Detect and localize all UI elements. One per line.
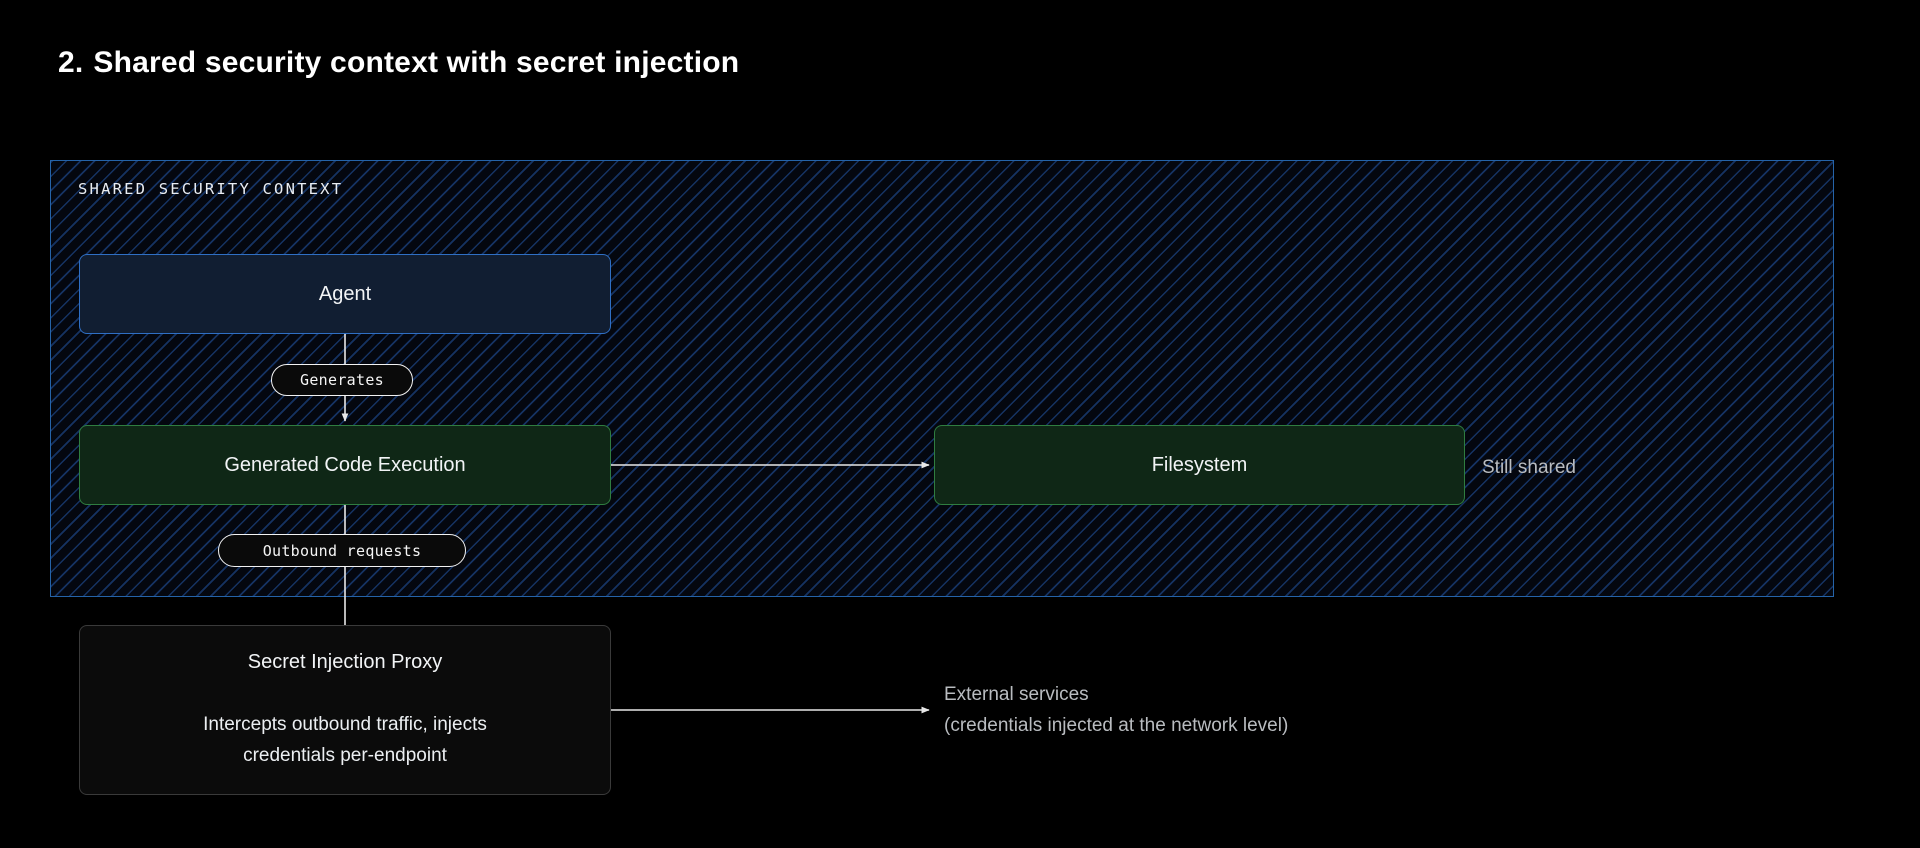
node-secret-injection-proxy-label: Secret Injection Proxy <box>247 650 443 673</box>
annotation-still-shared: Still shared <box>1482 457 1576 478</box>
annotation-external-services-line1: External services <box>944 684 1089 705</box>
annotation-external-services: External services (credentials injected … <box>944 680 1288 742</box>
page-title-text: Shared security context with secret inje… <box>93 46 740 79</box>
annotation-external-services-line2: (credentials injected at the network lev… <box>944 714 1289 736</box>
node-filesystem-label: Filesystem <box>1151 453 1248 476</box>
node-agent[interactable]: Agent <box>79 254 611 334</box>
node-filesystem[interactable]: Filesystem <box>934 425 1465 505</box>
node-secret-injection-proxy-desc-line1: Intercepts outbound traffic, injects <box>203 713 487 735</box>
edge-label-outbound-requests: Outbound requests <box>218 534 466 567</box>
page-title-number: 2. <box>58 46 84 79</box>
edge-label-generates: Generates <box>271 364 413 396</box>
node-secret-injection-proxy-desc-line2: credentials per-endpoint <box>243 744 447 766</box>
shared-security-context-label: SHARED SECURITY CONTEXT <box>78 180 344 198</box>
node-generated-code-execution-label: Generated Code Execution <box>224 453 466 476</box>
shared-security-context-container <box>50 160 1834 597</box>
node-secret-injection-proxy[interactable]: Secret Injection Proxy Intercepts outbou… <box>79 625 611 795</box>
page-title: 2. Shared security context with secret in… <box>58 46 739 80</box>
node-generated-code-execution[interactable]: Generated Code Execution <box>79 425 611 505</box>
node-agent-label: Agent <box>318 282 372 305</box>
